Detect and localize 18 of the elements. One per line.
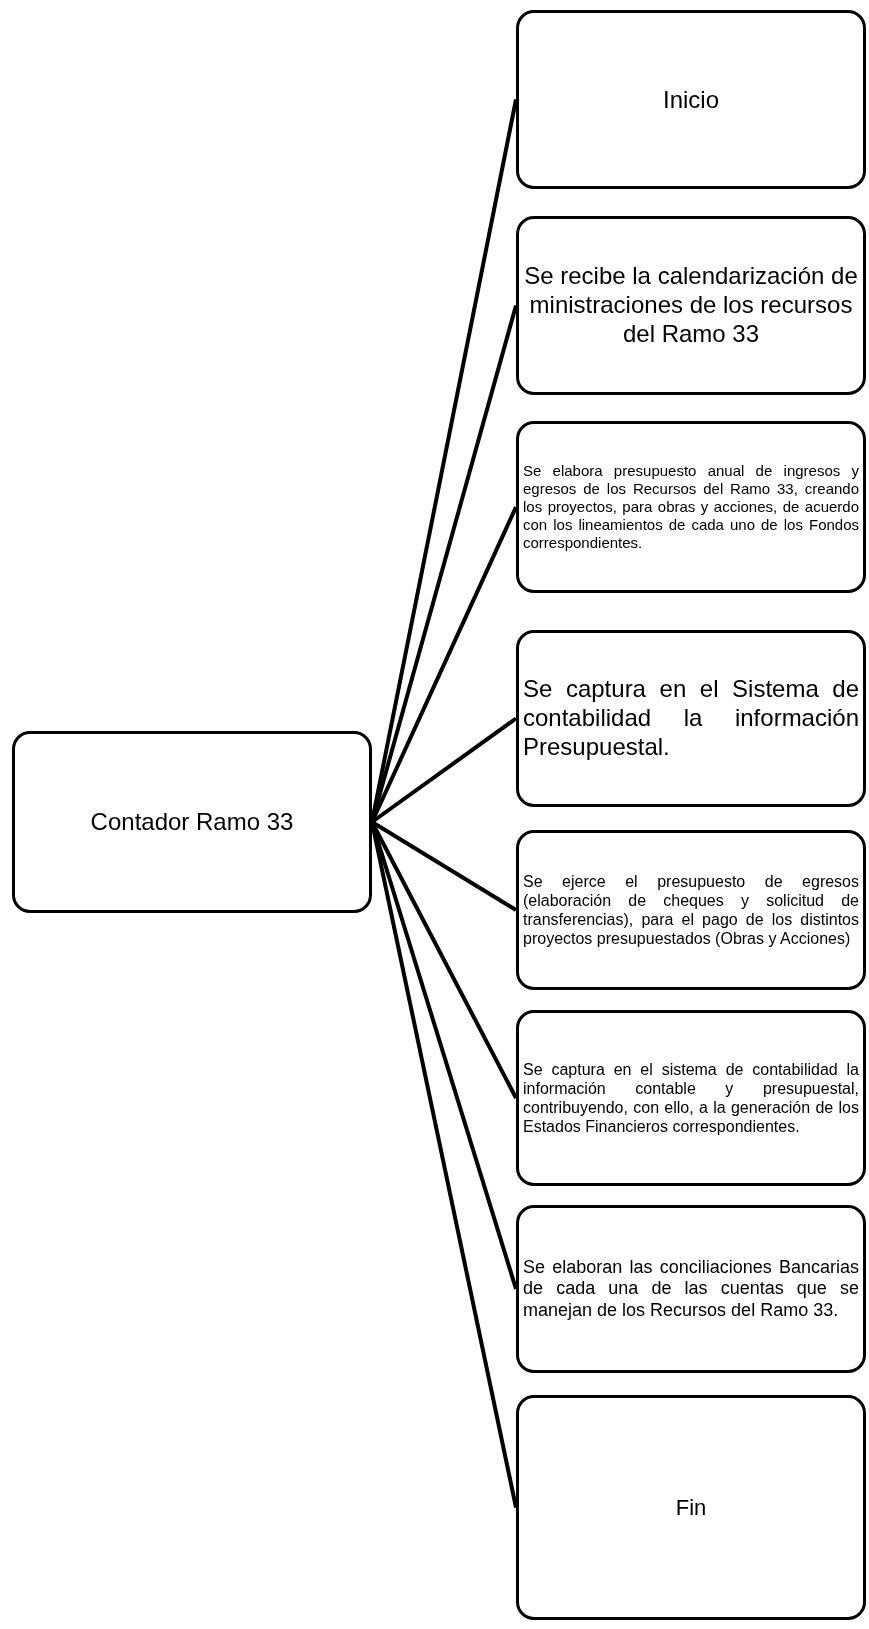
box-text: Se ejerce el presupuesto de egresos (elaboración de cheques y solicitud de transferencias), para el pago de los distintos proyectos presupuestados (Obras y Acciones) [523,871,859,949]
box-text: Se recibe la calendarización de ministraciones de los recursos del Ramo 33 [523,262,859,349]
box-text: Fin [674,1494,708,1522]
box-text: Se elabora presupuesto anual de ingresos y egresos de los Recursos del Ramo 33, creando los proyectos, para obras y acciones, de acuerdo con los lineamientos de cada uno de los Fondos correspondientes. [523,462,859,552]
process-box [516,630,866,807]
box-text: Se captura en el Sistema de contabilidad la información Presupuestal. [523,675,859,762]
process-box [12,731,372,913]
box-text: Se captura en el sistema de contabilidad la información contable y presupuestal, contribuyendo, con ello, a la generación de los Estados Financieros correspondientes. [523,1059,859,1137]
process-box [516,10,866,189]
box-text: Contador Ramo 33 [89,807,295,837]
process-box [516,216,866,395]
process-box [516,421,866,593]
box-text: Inicio [662,84,720,115]
process-box [516,1395,866,1620]
process-box [516,830,866,990]
process-box [516,1205,866,1373]
process-box [516,1010,866,1186]
box-text: Se elaboran las conciliaciones Bancarias de cada una de las cuentas que se manejan de los Recursos del Ramo 33. [523,1256,859,1322]
